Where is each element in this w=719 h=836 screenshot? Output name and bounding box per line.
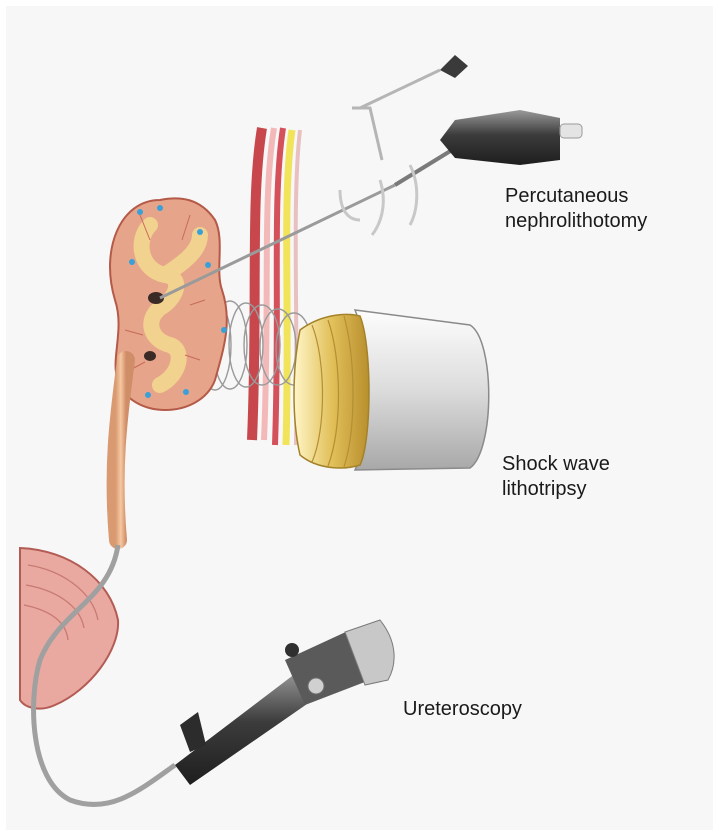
swl-label-line1: Shock wave xyxy=(502,452,610,477)
pcnl-label: Percutaneous nephrolithotomy xyxy=(505,184,647,234)
ureter xyxy=(116,360,126,540)
ureteroscopy-label: Ureteroscopy xyxy=(403,697,522,722)
pcnl-label-line2: nephrolithotomy xyxy=(505,209,647,234)
pcnl-label-line1: Percutaneous xyxy=(505,184,647,209)
swl-label-line2: lithotripsy xyxy=(502,477,610,502)
lithotripter xyxy=(294,310,489,470)
swl-label: Shock wave lithotripsy xyxy=(502,452,610,502)
